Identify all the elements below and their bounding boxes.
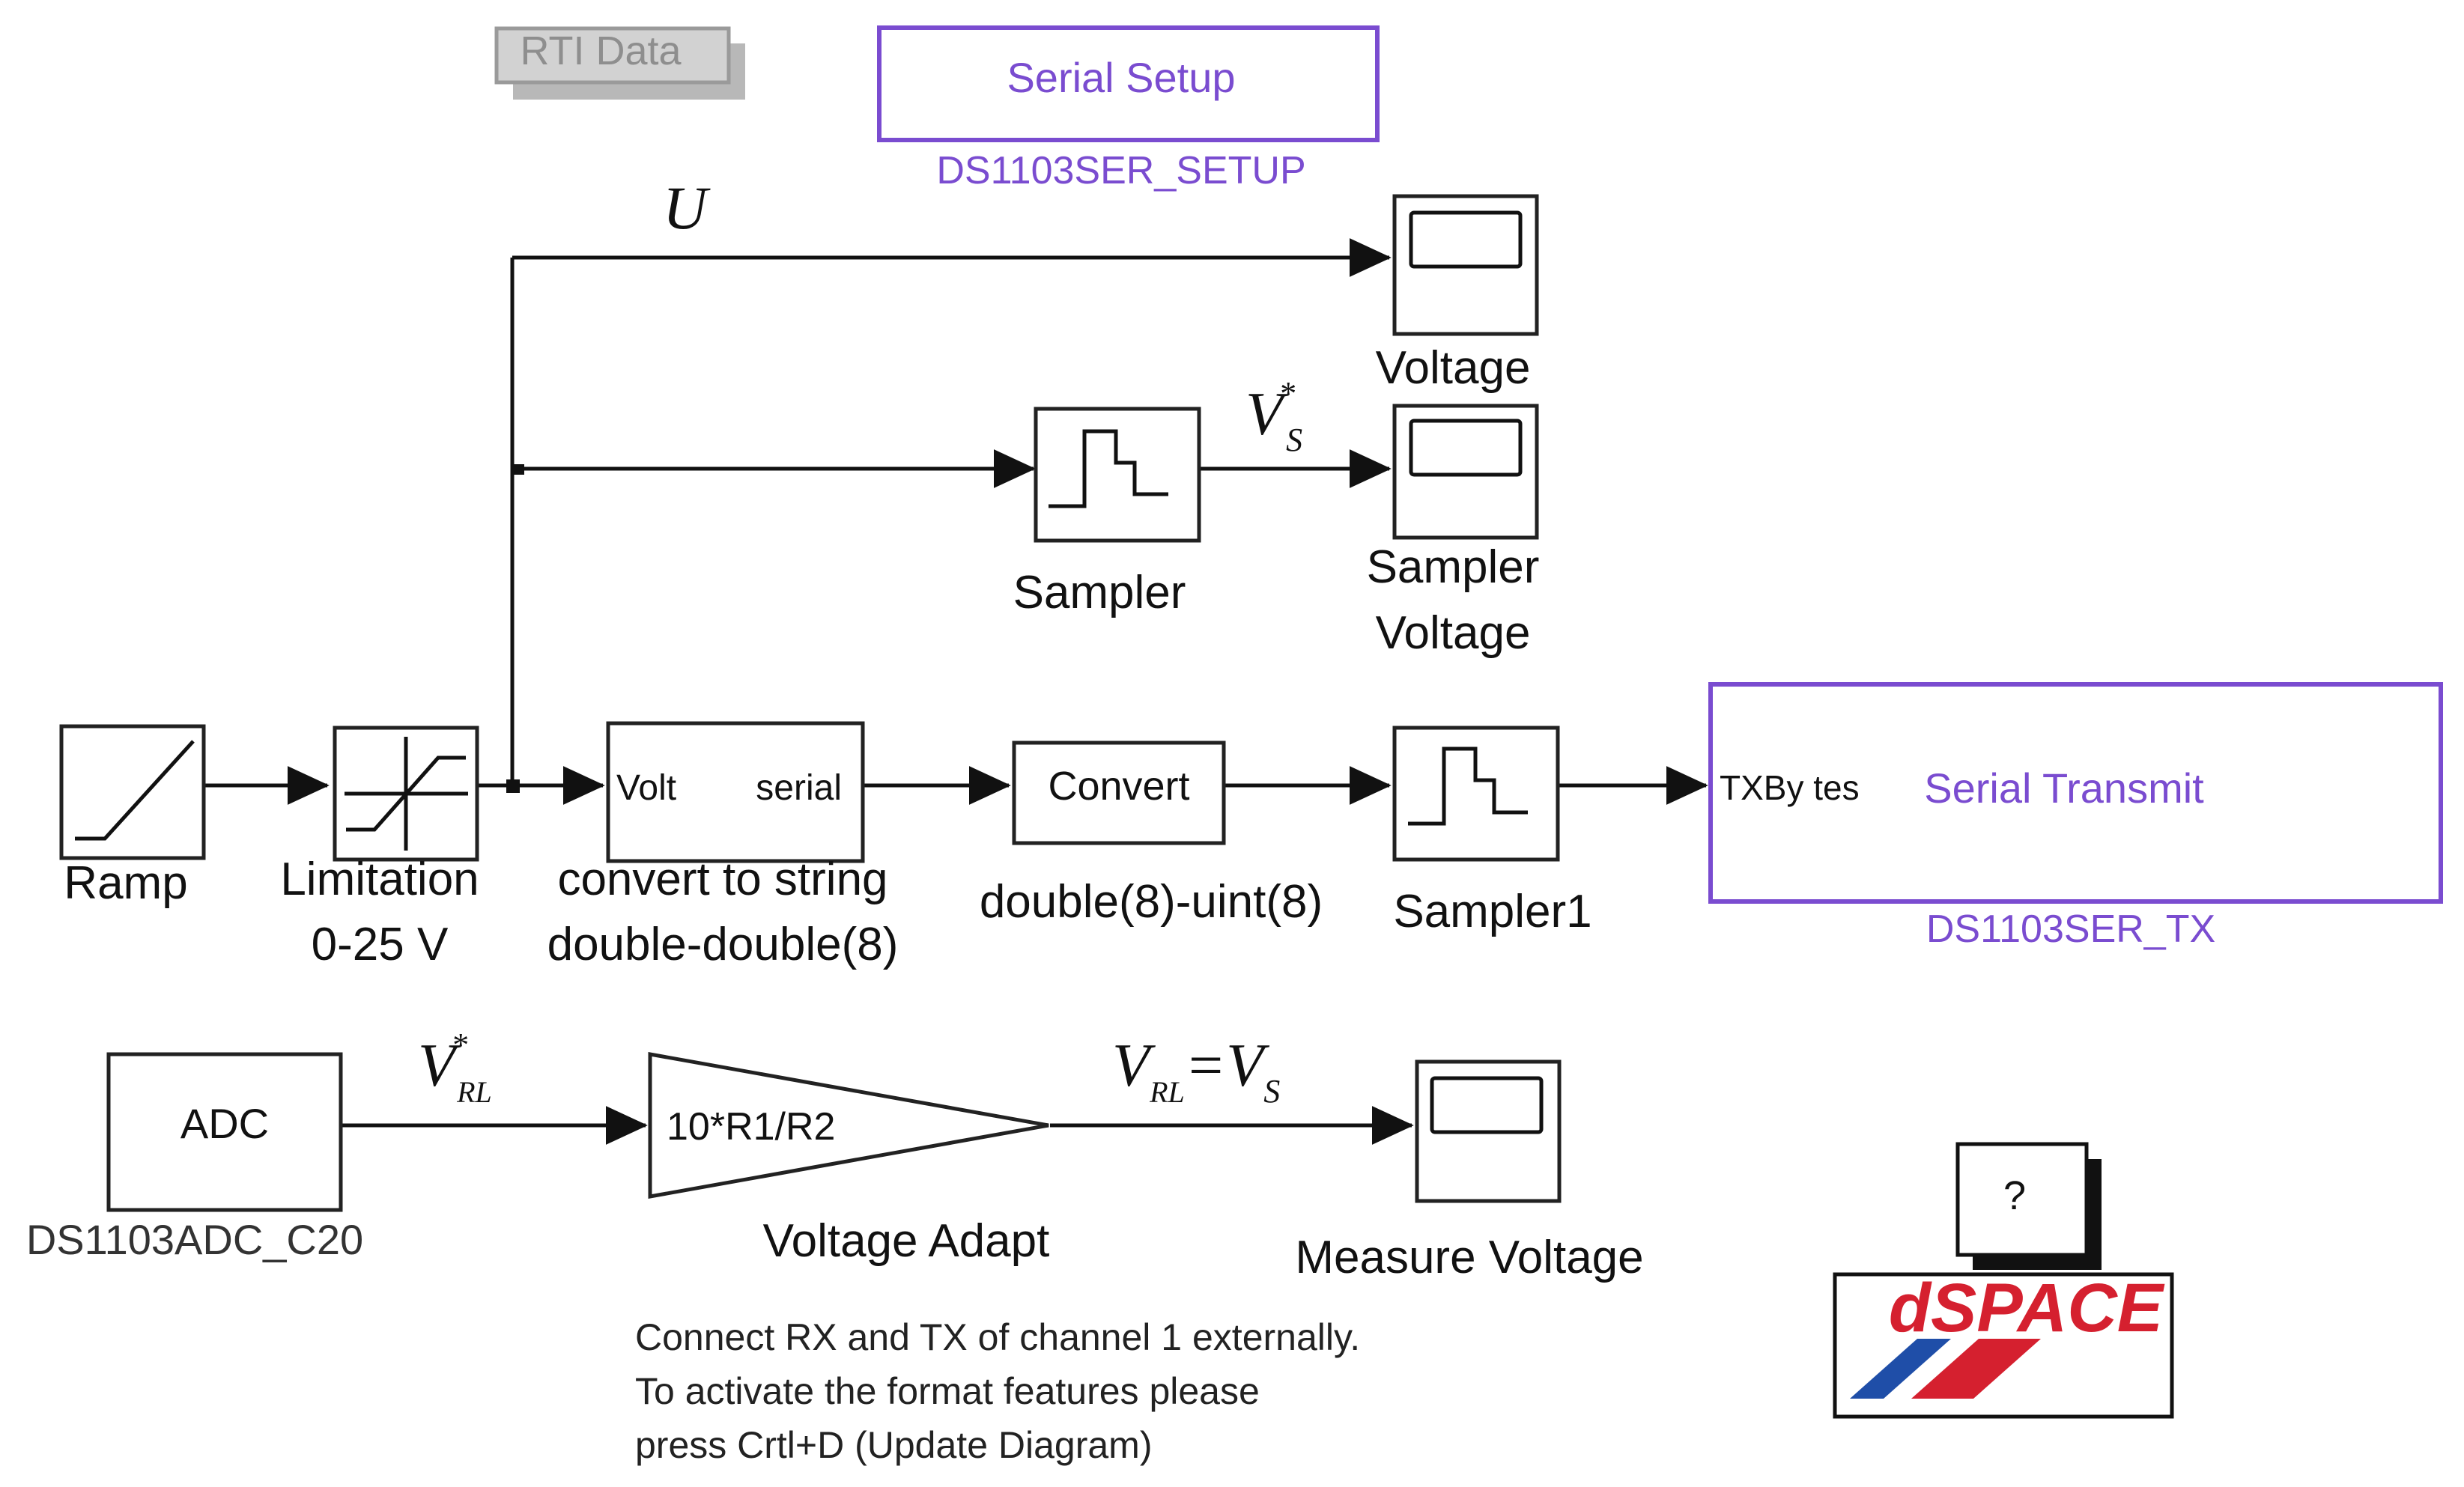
adc-block[interactable]: ADC [106,1052,343,1212]
gain-caption: Voltage Adapt [763,1215,1050,1267]
measure-voltage-caption: Measure Voltage [1295,1232,1643,1283]
scope-icon [1409,210,1523,269]
voltage-scope-block[interactable] [1392,194,1539,336]
dspace-stripe-red [1911,1339,2041,1399]
dspace-logo-text: dSPACE [1889,1270,2165,1346]
serial-setup-block[interactable]: Serial Setup [877,25,1380,142]
zero-order-hold-icon [1049,429,1168,508]
zero-order-hold-icon [1408,746,1528,826]
sampler-block[interactable] [1034,407,1201,543]
serial-transmit-label: Serial Transmit [1924,764,2204,812]
serial-transmit-caption: DS1103SER_TX [1926,907,2215,951]
saturation-icon [345,737,468,851]
serial-setup-caption: DS1103SER_SETUP [936,149,1305,192]
dspace-stripe-blue [1850,1339,1951,1399]
note-line-3: press Crtl+D (Update Diagram) [635,1424,1152,1466]
gain-block[interactable]: 10*R1/R2 [648,1052,1049,1199]
convert-caption: double(8)-uint(8) [980,876,1323,928]
help-icon: ? [2003,1173,2026,1218]
serial-transmit-block[interactable]: TXBy tes Serial Transmit [1708,682,2443,904]
convert-block[interactable]: Convert [1012,741,1226,845]
branch-point [514,464,524,475]
sampler-voltage-caption-line1: Sampler [1367,541,1540,593]
dspace-logo[interactable]: dSPACE [1833,1270,2174,1419]
note-line-1: Connect RX and TX of channel 1 externall… [635,1316,1360,1358]
convert-label: Convert [1048,764,1189,809]
signal-wires [204,238,1708,1145]
sampler1-block[interactable] [1392,726,1560,862]
limitation-caption-line1: Limitation [280,854,479,905]
serial-setup-label: Serial Setup [1007,54,1235,101]
ramp-block[interactable] [59,724,206,860]
voltage-scope-caption: Voltage [1376,342,1531,394]
convert-to-string-block[interactable]: Volt serial [606,721,865,863]
convert-string-in-port: Volt [616,768,676,808]
limitation-block[interactable] [333,726,479,862]
convert-string-caption-line1: convert to string [557,854,887,905]
adc-label: ADC [180,1100,269,1147]
help-block[interactable]: ? [1955,1142,2102,1270]
rti-data-block[interactable]: RTI Data [494,26,745,100]
rti-data-label: RTI Data [520,28,682,73]
signal-u-label: U [663,174,711,242]
serial-transmit-port: TXBy tes [1720,768,1860,807]
gain-label: 10*R1/R2 [667,1105,835,1149]
signal-vrl-eq-vs-label: VRL=VS [1112,1031,1280,1110]
ramp-icon [75,740,195,841]
sampler1-caption: Sampler1 [1393,886,1591,937]
measure-voltage-scope-block[interactable] [1415,1059,1562,1203]
sampler-voltage-caption-line2: Voltage [1376,607,1531,659]
adc-caption: DS1103ADC_C20 [26,1216,363,1263]
scope-icon [1430,1076,1544,1134]
branch-point [506,779,520,793]
signal-vs-star-label: V*S [1245,375,1302,458]
ramp-caption: Ramp [64,857,187,909]
sampler-caption: Sampler [1013,567,1186,618]
convert-string-out-port: serial [756,768,842,808]
note-line-2: To activate the format features please [635,1370,1260,1412]
limitation-caption-line2: 0-25 V [312,919,449,970]
note-text: Connect RX and TX of channel 1 externall… [635,1316,1360,1466]
sampler-voltage-scope-block[interactable] [1392,404,1539,540]
scope-icon [1409,419,1523,477]
convert-string-caption-line2: double-double(8) [547,919,899,970]
signal-vrl-star-label: V*RL [418,1027,492,1109]
